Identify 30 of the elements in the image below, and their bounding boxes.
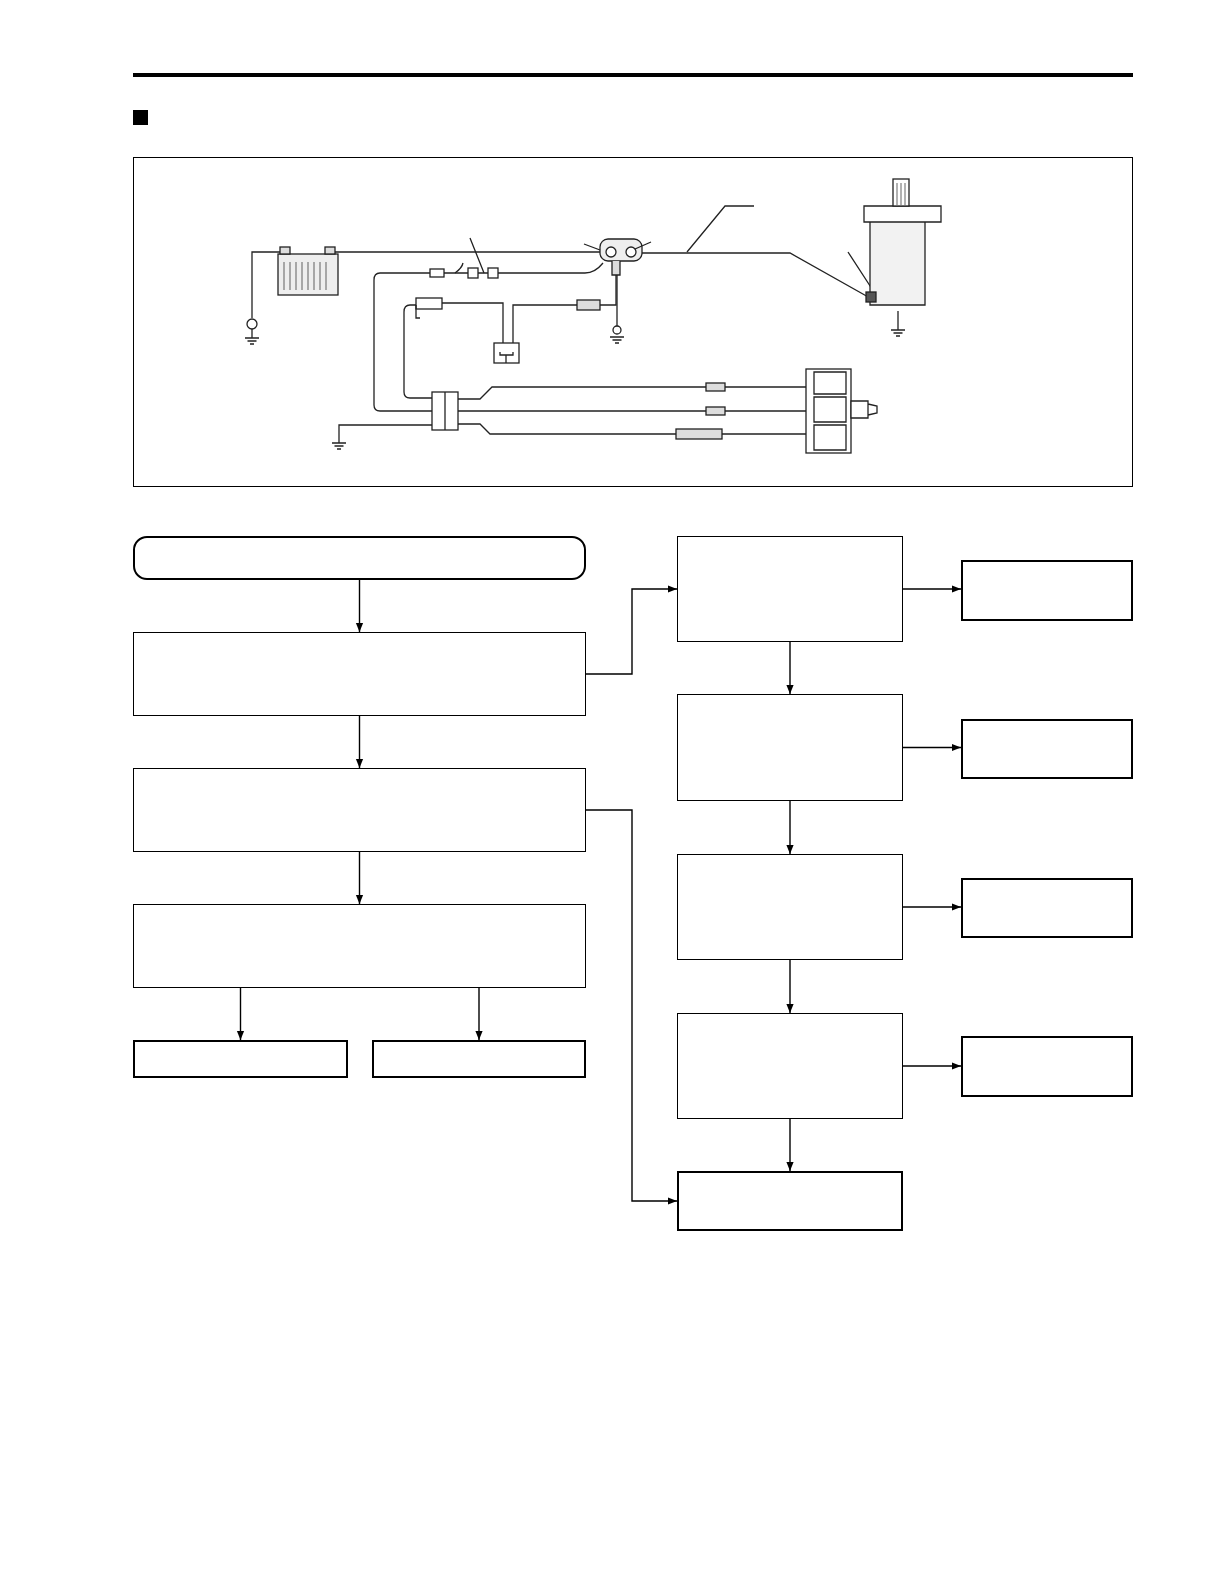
process-box <box>961 719 1133 779</box>
arrow <box>902 903 962 911</box>
arrow <box>355 851 364 905</box>
process-box <box>677 854 903 960</box>
arrow <box>786 800 794 855</box>
process-box <box>133 768 586 852</box>
arrow <box>786 959 794 1014</box>
process-box <box>372 1040 586 1078</box>
process-box <box>133 536 586 580</box>
process-box <box>677 536 903 642</box>
process-box <box>133 632 586 716</box>
arrow <box>902 1062 962 1070</box>
process-box <box>961 878 1133 938</box>
arrow <box>355 579 364 633</box>
process-box <box>677 1013 903 1119</box>
process-box <box>133 1040 348 1078</box>
arrow <box>902 743 962 752</box>
arrow <box>236 987 245 1041</box>
arrow <box>786 641 794 695</box>
arrow <box>585 809 678 1205</box>
process-box <box>677 694 903 801</box>
arrow <box>902 585 962 593</box>
process-box <box>677 1171 903 1231</box>
process-box <box>133 904 586 988</box>
arrow <box>355 715 364 769</box>
arrow <box>475 987 483 1041</box>
process-box <box>961 1036 1133 1097</box>
arrow <box>786 1118 794 1172</box>
arrow <box>585 585 678 675</box>
process-box <box>961 560 1133 621</box>
